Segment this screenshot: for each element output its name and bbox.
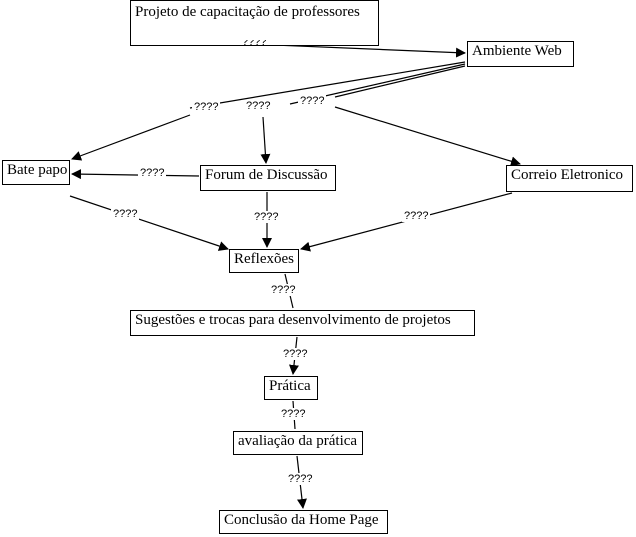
node-forum: Forum de Discussão (200, 165, 336, 191)
link-label: ???? (281, 348, 310, 360)
node-bate-papo: Bate papo (2, 160, 70, 185)
node-reflexoes: Reflexões (229, 249, 299, 273)
link-label: ???? (298, 95, 327, 107)
edge-bate-papo-reflexoes (69, 195, 229, 251)
edge-ambiente-label3 (334, 65, 466, 98)
link-label: ???? (286, 473, 315, 485)
node-projeto: Projeto de capacitação de professores (130, 0, 379, 46)
link-label: ???? (279, 408, 308, 420)
node-correio: Correio Eletronico (506, 165, 633, 192)
link-label: ???? (242, 40, 267, 46)
link-label: ???? (244, 100, 273, 112)
node-pratica: Prática (264, 376, 318, 400)
edge-forum-bate-papo (71, 169, 200, 180)
node-ambiente-web: Ambiente Web (467, 41, 574, 67)
edge-to-forum (260, 116, 271, 164)
node-avaliacao: avaliação da prática (233, 431, 363, 455)
link-label: ???? (192, 101, 221, 113)
node-sugestoes: Sugestões e trocas para desenvolvimento … (130, 310, 475, 336)
edge-to-bate-papo (71, 114, 191, 161)
link-label: ???? (252, 211, 281, 223)
link-label: ???? (138, 167, 167, 179)
link-label: ???? (111, 208, 140, 220)
link-label: ???? (269, 284, 298, 296)
edge-to-correio (334, 106, 521, 167)
edge-ambiente-label1 (189, 61, 466, 109)
link-label: ???? (402, 210, 431, 222)
node-conclusao: Conclusão da Home Page (219, 510, 388, 534)
